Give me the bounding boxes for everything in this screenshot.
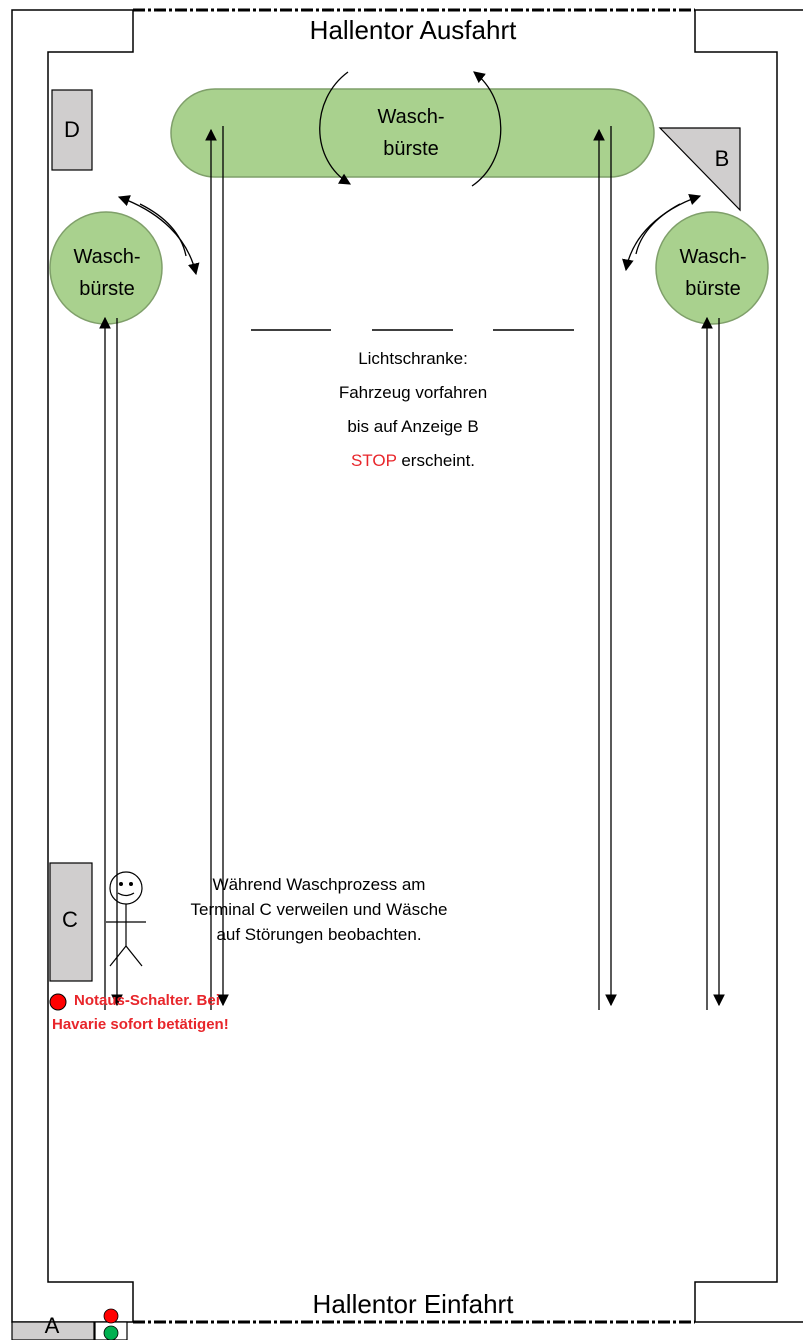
panel-a [11,1321,95,1340]
terminal-c-label: C [62,907,78,932]
top-brush-label-line2: bürste [383,138,439,160]
right-brush-rotation-arrow-inner [635,203,681,255]
light-barrier-line1: Lichtschranke: [358,349,468,368]
instruction-line3: auf Störungen beobachten. [216,925,422,944]
left-brush-label: Wasch- bürste [73,244,140,302]
left-brush-label-line2: bürste [79,278,135,300]
top-brush-rotation-arrow-right [471,71,502,187]
terminal-d-panel [51,89,93,171]
traffic-light-green [103,1325,119,1340]
operator-stick-figure-icon [106,871,146,967]
light-barrier-text: Lichtschranke: Fahrzeug vorfahren bis au… [339,342,487,478]
top-wash-brush [170,88,655,178]
entry-gate-label: Hallentor Einfahrt [312,1289,514,1319]
exit-gate-label: Hallentor Ausfahrt [309,15,517,45]
left-brush-rotation-arrow-outer [117,195,200,276]
right-brush-label-line2: bürste [685,278,741,300]
left-brush-rotation-arrow-inner [139,203,187,257]
terminal-d-label: D [64,117,80,142]
hall-outer-wall [11,9,803,1323]
top-brush-rotation-arrow-left [319,71,352,185]
emergency-warning: Notaus-Schalter. Bei Havarie sofort betä… [52,989,229,1037]
operator-instruction: Während Waschprozess am Terminal C verwe… [191,872,448,947]
light-barrier-line2: Fahrzeug vorfahren [338,383,488,402]
emergency-line1: Notaus-Schalter. Bei [74,992,220,1009]
emergency-line2: Havarie sofort betätigen! [52,1016,229,1033]
light-barrier-line4: STOP erscheint. [339,444,487,478]
instruction-line1: Während Waschprozess am [212,875,426,894]
top-brush-label-line1: Wasch- [377,106,445,128]
brush-travel-tracks [99,126,725,1010]
left-brush-label-line1: Wasch- [73,246,141,268]
instruction-line2: Terminal C verweilen und Wäsche [190,900,448,919]
panel-a-label: A [44,1313,60,1338]
traffic-light-red [103,1308,119,1324]
stop-word: STOP [350,451,397,470]
right-brush-label-line1: Wasch- [679,246,747,268]
terminal-c-panel [49,862,93,982]
right-brush-label: Wasch- bürste [679,244,746,302]
display-b-panel [658,127,741,212]
display-b-label: B [714,146,730,171]
hall-inner-wall [47,10,778,1322]
light-barrier-line4-rest: erscheint. [396,451,476,470]
top-brush-label: Wasch- bürste [377,104,444,162]
emergency-stop-button-icon[interactable] [49,993,67,1011]
light-barrier-line3: bis auf Anzeige B [347,417,479,436]
